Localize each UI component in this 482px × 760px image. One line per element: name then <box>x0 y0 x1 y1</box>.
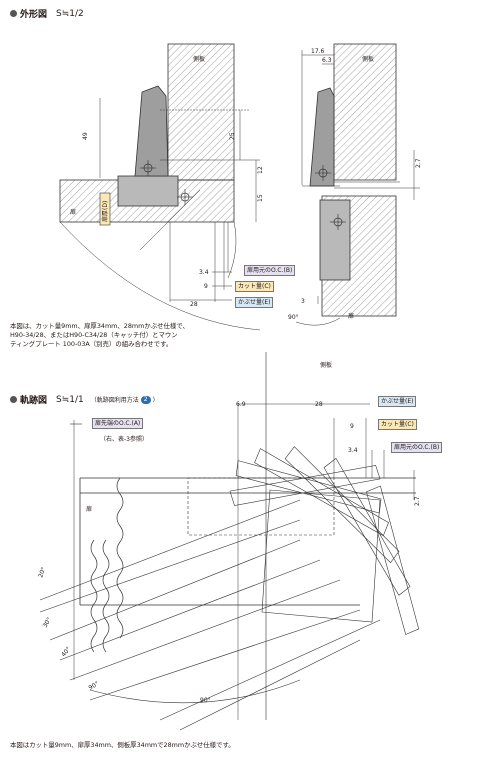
oc-a-label: 扉先端のO.C.(A) <box>92 418 144 429</box>
top-note: 本図は、カット量9mm、扉厚34mm、28mmかぶせ仕様で、 H90-34/28… <box>10 322 290 349</box>
external-view-heading: 外形図 <box>20 10 48 20</box>
dim-6-9: 6.9 <box>236 401 246 408</box>
left-hinge-arm <box>134 85 169 177</box>
door-thickness-label: 扉厚(D) <box>101 201 109 222</box>
top-note-line: ティングプレート 100-03A（別売）の組み合わせです。 <box>10 340 173 348</box>
bottom-note: 本図はカット量9mm、扉厚34mm、側板厚34mmで28mmかぶせ仕様です。 <box>10 741 235 749</box>
cut-c-label-bottom: カット量(C) <box>378 419 417 430</box>
angle-90-a: 90° <box>88 680 101 691</box>
bullet-icon <box>10 10 17 17</box>
side-panel-left-label: 側板 <box>193 55 205 63</box>
left-side-panel <box>167 43 235 181</box>
dim-12: 12 <box>257 166 264 174</box>
dim-6-3: 6.3 <box>322 57 332 64</box>
angle-30: 30° <box>42 616 53 629</box>
left-hinge-cup <box>117 175 179 207</box>
door-left-label: 扉 <box>70 208 76 216</box>
oc-b-label-top: 扉用元のO.C.(B) <box>244 265 296 276</box>
dim-15: 15 <box>257 194 264 202</box>
dim-2-7-bottom: 2.7 <box>414 496 421 506</box>
cov-e-label-bottom: かぶせ量(E) <box>378 396 417 407</box>
dim-25: 25 <box>229 132 236 140</box>
oc-a-reference: （右、表-3参照） <box>100 436 148 443</box>
trajectory-title: 軌跡図 S≒1/1 （軌跡図利用方法 2 ） <box>10 393 159 406</box>
trajectory-scale: S≒1/1 <box>56 394 84 405</box>
dim-9-bottom: 9 <box>350 423 354 430</box>
dim-3-4: 3.4 <box>199 269 209 276</box>
right-side-panel <box>333 43 397 181</box>
dim-3: 3 <box>301 298 305 305</box>
angle-20: 20° <box>37 566 47 578</box>
right-hinge-view <box>295 43 420 326</box>
side-panel-bottom-label: 側板 <box>320 361 332 369</box>
external-view-scale: S≒1/2 <box>56 8 84 19</box>
right-hinge-cup <box>319 199 351 281</box>
side-panel-right-label: 側板 <box>362 55 374 63</box>
usage-badge: 2 <box>140 395 151 404</box>
cut-c-label-top: カット量(C) <box>235 281 274 292</box>
right-hinge-arm <box>309 87 335 187</box>
trajectory-heading: 軌跡図 <box>20 396 48 406</box>
angle-90-b: 90° <box>200 697 211 704</box>
trajectory-diagram <box>39 352 420 731</box>
bullet-icon <box>10 396 17 403</box>
external-view-title: 外形図 S≒1/2 <box>10 7 84 20</box>
trajectory-usage-text: （軌跡図利用方法 <box>90 397 139 404</box>
dim-2-7: 2.7 <box>415 158 422 168</box>
left-hinge-view <box>59 43 261 331</box>
door-bottom-label: 扉 <box>86 505 92 513</box>
angle-40: 40° <box>60 646 72 659</box>
top-note-line: H90-34/28、またはH90-C34/28（キャッチ付）とマウン <box>10 331 178 339</box>
trajectory-usage-end: ） <box>152 397 159 404</box>
oc-b-label-bottom: 扉用元のO.C.(B) <box>391 442 443 453</box>
cov-e-label-top: かぶせ量(E) <box>235 297 274 308</box>
hinge-cup-outline <box>187 477 335 536</box>
dim-17-6: 17.6 <box>311 48 325 55</box>
dim-49: 49 <box>82 132 89 140</box>
angle-90-top: 90° <box>288 314 299 321</box>
dim-28-bottom: 28 <box>315 401 323 408</box>
trajectory-usage-ref: （軌跡図利用方法 2 ） <box>91 395 159 404</box>
door-thickness-marker <box>99 192 111 226</box>
door-right-label: 扉 <box>348 312 354 320</box>
dim-3-4-bottom: 3.4 <box>348 447 358 454</box>
dim-9: 9 <box>204 283 208 290</box>
top-note-line: 本図は、カット量9mm、扉厚34mm、28mmかぶせ仕様で、 <box>10 322 189 330</box>
dim-28: 28 <box>190 301 198 308</box>
